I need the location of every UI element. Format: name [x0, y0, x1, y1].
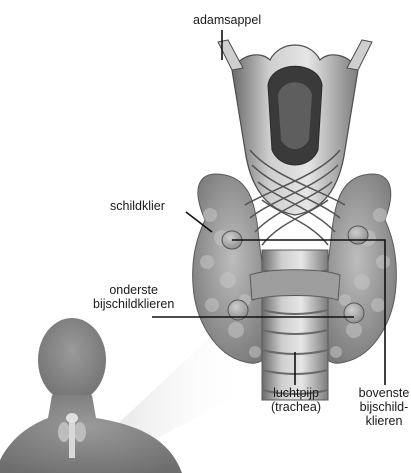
label-luchtpijp-line2: (trachea) — [267, 400, 325, 414]
label-onderste-line1: onderste — [93, 283, 174, 297]
larynx-inner — [278, 82, 312, 149]
label-bovenste-line3: klieren — [357, 414, 411, 428]
right-horn — [347, 40, 372, 70]
label-bovenste-line2: bijschild- — [357, 400, 411, 414]
label-luchtpijp: luchtpijp (trachea) — [267, 386, 325, 414]
parathyroid-lower-right — [344, 303, 364, 323]
label-bovenste-line1: bovenste — [357, 386, 411, 400]
label-schildklier: schildklier — [110, 199, 165, 213]
thyroid-illustration — [193, 40, 397, 400]
label-bovenste-bijschildklieren: bovenste bijschild- klieren — [357, 386, 411, 428]
parathyroid-upper-right — [348, 226, 368, 244]
label-adamsappel: adamsappel — [193, 13, 261, 27]
label-onderste-line2: bijschildklieren — [93, 297, 174, 311]
thyroid-isthmus — [250, 270, 340, 300]
label-onderste-bijschildklieren: onderste bijschildklieren — [93, 283, 174, 311]
label-luchtpijp-line1: luchtpijp — [267, 386, 325, 400]
silhouette-head — [38, 318, 106, 402]
